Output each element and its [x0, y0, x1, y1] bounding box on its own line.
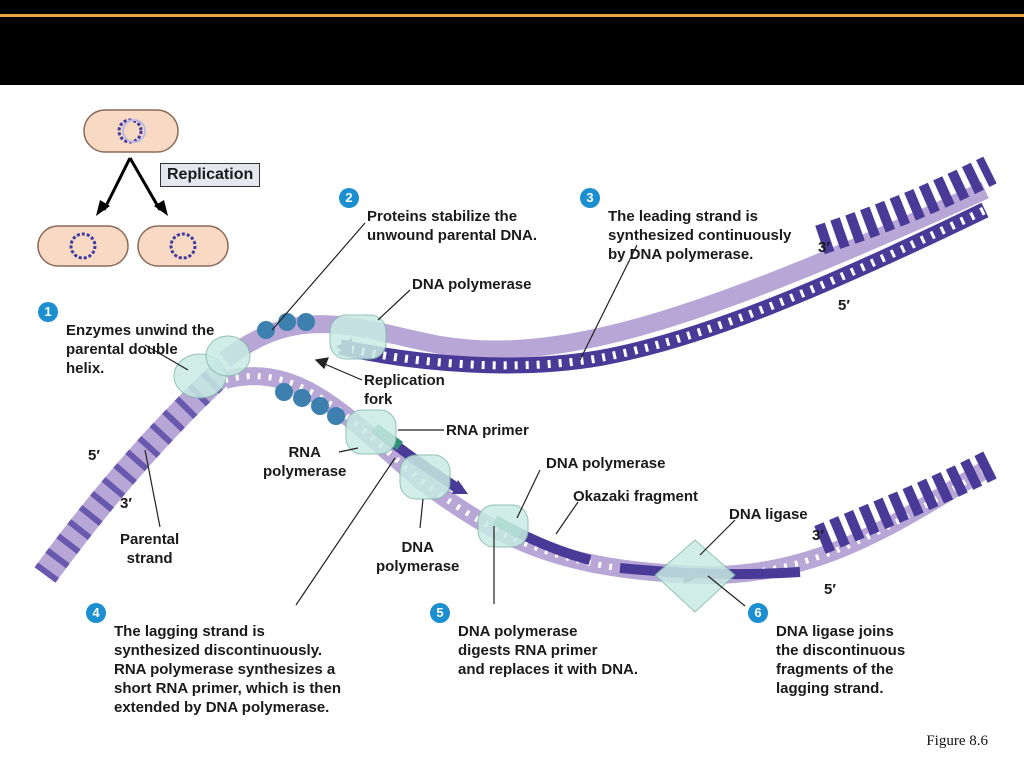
- title-rule: [0, 14, 1024, 17]
- okazaki-fragment-label: Okazaki fragment: [573, 488, 699, 505]
- step-3-badge: 3: [580, 188, 600, 208]
- helicase-proteins: [173, 335, 251, 399]
- step-2-text: Proteins stabilize the unwound parental …: [367, 208, 537, 244]
- primase-and-polymerases: [345, 409, 736, 613]
- leader-lines: [144, 222, 746, 607]
- three-prime-bottom: 3′: [812, 527, 824, 544]
- step-5-text: DNA polymerase digests RNA primer and re…: [458, 623, 639, 678]
- step-6-badge: 6: [748, 603, 768, 623]
- replication-label: Replication: [160, 163, 261, 187]
- dna-polymerase-bottom-label: DNA polymerase: [376, 539, 460, 575]
- rna-primer-label: RNA primer: [446, 422, 529, 439]
- three-prime-top: 3′: [818, 239, 830, 256]
- three-prime-left: 3′: [120, 495, 132, 512]
- step-5-badge: 5: [430, 603, 450, 623]
- cell-division-icon: [37, 109, 229, 267]
- step-2-badge: 2: [339, 188, 359, 208]
- figure-caption: Figure 8.6: [926, 733, 988, 749]
- five-prime-left: 5′: [88, 447, 100, 464]
- parental-strand-label: Parental strand: [120, 531, 180, 567]
- dna-polymerase-mid-label: DNA polymerase: [546, 455, 666, 472]
- step-3-text: The leading strand is synthesized contin…: [608, 208, 792, 263]
- dna-polymerase-top-label: DNA polymerase: [412, 276, 532, 293]
- step-1-badge: 1: [38, 302, 58, 322]
- leading-polymerase: [329, 314, 387, 360]
- dna-ligase-label: DNA ligase: [729, 506, 808, 523]
- replication-fork-label: Replication fork: [364, 372, 445, 408]
- step-6-text: DNA ligase joins the discontinuous fragm…: [776, 623, 906, 697]
- five-prime-top: 5′: [838, 297, 850, 314]
- five-prime-bottom: 5′: [824, 581, 836, 598]
- step-4-text: The lagging strand is synthesized discon…: [114, 623, 341, 716]
- rna-polymerase-label: RNA polymerase: [263, 444, 347, 480]
- step-1-text: Enzymes unwind the parental double helix…: [66, 322, 215, 377]
- step-4-badge: 4: [86, 603, 106, 623]
